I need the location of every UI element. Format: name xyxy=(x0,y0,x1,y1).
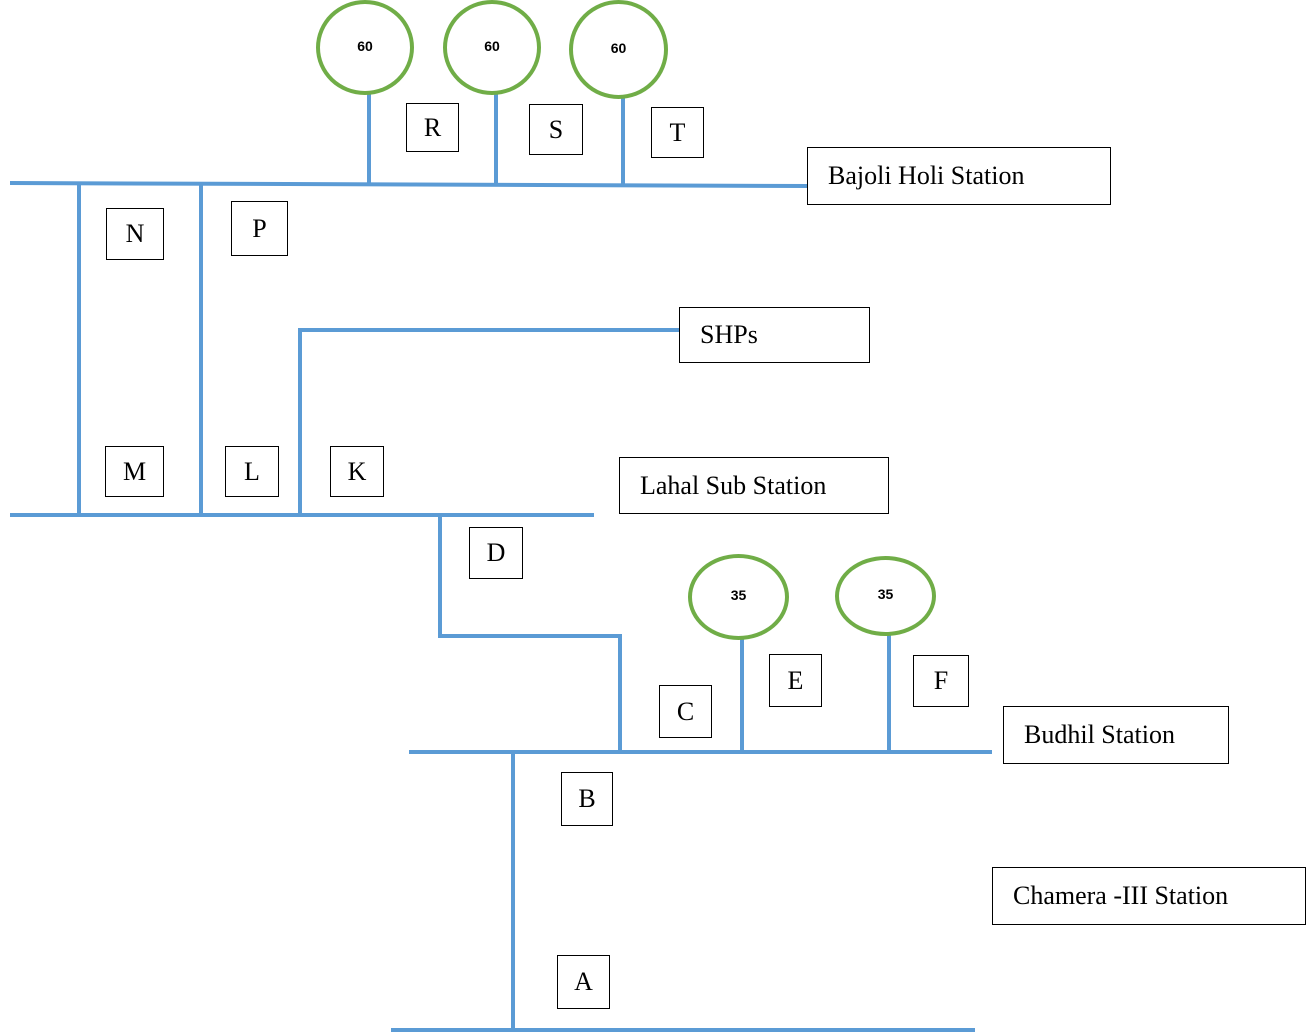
generator-35-2: 35 xyxy=(835,556,936,636)
line-label-l: L xyxy=(225,446,279,497)
station-budhil: Budhil Station xyxy=(1003,706,1229,764)
generator-35-1: 35 xyxy=(688,554,789,640)
line-label-k: K xyxy=(330,446,384,497)
line-label-m: M xyxy=(105,446,164,497)
station-bajoli-holi: Bajoli Holi Station xyxy=(807,147,1111,205)
line-label-n: N xyxy=(106,208,164,260)
line-label-c: C xyxy=(659,685,712,738)
line-label-a: A xyxy=(557,955,610,1009)
line-label-d: D xyxy=(469,527,523,579)
bajoli-holi-bus xyxy=(9,181,809,188)
line-label-e: E xyxy=(769,654,822,707)
line-label-p: P xyxy=(231,201,288,256)
line-label-b: B xyxy=(561,772,613,826)
line-d-c xyxy=(438,515,622,753)
line-label-r: R xyxy=(406,103,459,152)
shp-feeder xyxy=(298,328,680,515)
generator-60-2: 60 xyxy=(443,0,541,95)
generator-60-1: 60 xyxy=(316,0,414,95)
line-label-s: S xyxy=(529,104,583,155)
station-shps: SHPs xyxy=(679,307,870,363)
station-lahal: Lahal Sub Station xyxy=(619,457,889,514)
generator-60-3: 60 xyxy=(569,0,668,99)
line-label-f: F xyxy=(913,655,969,707)
station-chamera-iii: Chamera -III Station xyxy=(992,867,1306,925)
line-label-t: T xyxy=(651,107,704,158)
